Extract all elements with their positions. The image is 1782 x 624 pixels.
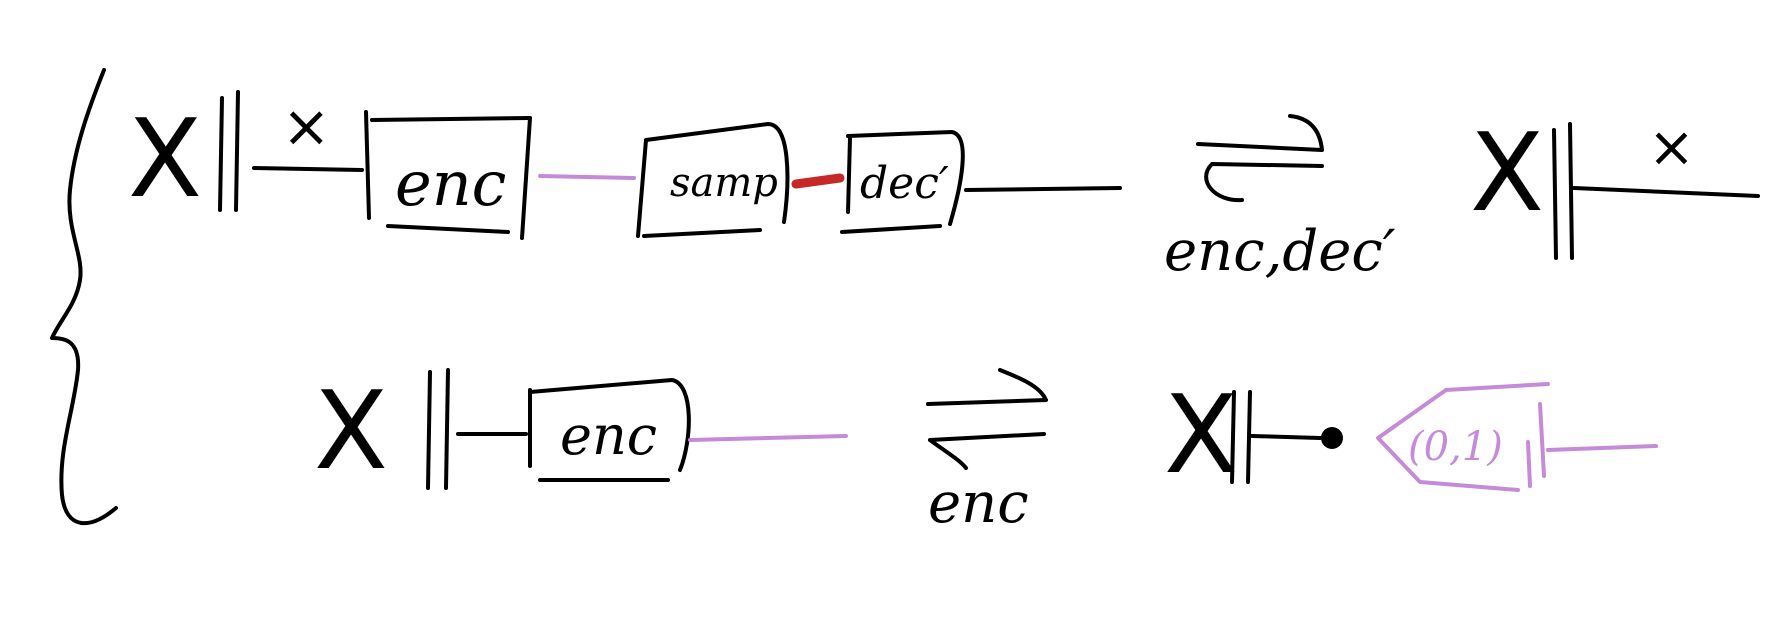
row1-rhs-diagram: X × xyxy=(1470,111,1760,260)
row2-equiv-label: enc xyxy=(928,471,1029,536)
row1-dec-label: dec′ xyxy=(860,158,949,209)
row1-lhs-x-symbol: X xyxy=(128,97,202,222)
row1-samp-box: samp xyxy=(636,122,790,238)
row1-enc-right-edge xyxy=(520,116,532,240)
row1-red-wire xyxy=(791,173,845,189)
row2-lhs-bar-a xyxy=(426,370,432,490)
row2-rhs-bar-b xyxy=(1246,390,1252,484)
row1-enc-bottom-edge xyxy=(386,224,510,234)
row1-lhs-bar-b xyxy=(234,90,240,212)
row1-enc-top-edge xyxy=(370,116,532,122)
row2-enc-outline xyxy=(528,378,691,482)
row2-state-outline xyxy=(1376,382,1550,492)
row1-dec-box: dec′ xyxy=(840,130,965,234)
row2-rhs-bar-a xyxy=(1230,390,1236,484)
row2-state-wire xyxy=(1546,444,1658,452)
row1-equivalence: enc,dec′ xyxy=(1164,114,1396,284)
row2-state-box: (0,1) xyxy=(1376,382,1658,492)
row1-harpoon-top xyxy=(1196,114,1324,152)
row2-rhs-diagram: X (0,1) xyxy=(1164,373,1658,498)
row1-harpoon-bottom xyxy=(1204,162,1324,203)
row2-purple-wire xyxy=(688,434,848,442)
row2-rhs-discard-dot xyxy=(1321,427,1343,449)
row2-lhs-x-symbol: X xyxy=(314,369,388,494)
left-curly-brace xyxy=(50,68,118,526)
row1-enc-left-edge xyxy=(364,110,371,220)
row2-lhs-bar-b xyxy=(444,368,450,490)
row1-rhs-bar-b xyxy=(1568,122,1574,260)
row1-rhs-bar-a xyxy=(1552,128,1558,260)
row1-enc-box: enc xyxy=(364,110,532,240)
row1-lhs-bar-a xyxy=(218,96,224,212)
row1-lhs-wire-label: × xyxy=(282,92,331,160)
row2-lhs-diagram: X enc xyxy=(314,368,848,494)
row1-lhs-diagram: X × enc samp dec′ xyxy=(128,90,1122,240)
row2-state-label: (0,1) xyxy=(1408,424,1503,470)
row2-harpoon-bottom xyxy=(928,432,1046,470)
row2-rhs-x-symbol: X xyxy=(1164,373,1238,498)
row2-equivalence: enc xyxy=(926,368,1048,536)
row1-samp-label: samp xyxy=(670,160,778,206)
row1-lhs-wire-x xyxy=(252,166,364,172)
row1-samp-outline xyxy=(636,122,790,238)
row1-equiv-label: enc,dec′ xyxy=(1164,219,1396,284)
row2-rhs-wire xyxy=(1250,434,1322,440)
row1-enc-label: enc xyxy=(395,147,506,220)
row2-harpoon-top xyxy=(926,368,1048,406)
row1-rhs-wire-label: × xyxy=(1648,115,1695,180)
row1-rhs-x-symbol: X xyxy=(1470,111,1544,236)
row2-enc-label: enc xyxy=(560,404,657,467)
row1-rhs-wire-x xyxy=(1572,186,1760,198)
row1-lhs-output-wire xyxy=(964,186,1122,192)
row2-enc-box: enc xyxy=(528,378,691,482)
row1-dec-outline xyxy=(840,130,965,234)
row1-purple-wire xyxy=(538,174,636,180)
